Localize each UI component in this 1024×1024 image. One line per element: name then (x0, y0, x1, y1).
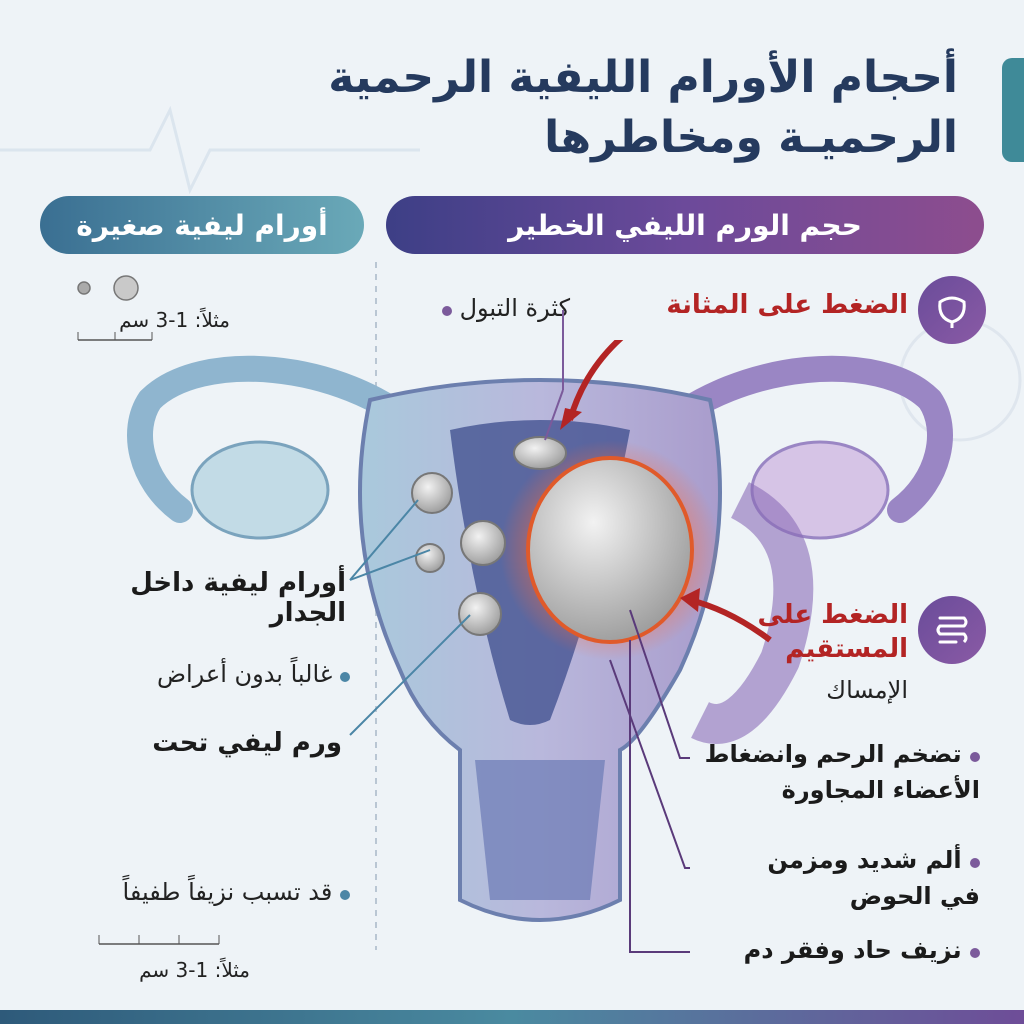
uterus-illustration (127, 340, 953, 922)
intramural-pointer-lines (349, 499, 431, 581)
rectum-pressure-label: الضغط على المستقيم (757, 600, 908, 664)
bullet-heavy-bleeding-text: نزيف حاد وفقر دم (743, 936, 962, 964)
page-title-line1: أحجام الأورام الليفية الرحمية (328, 52, 958, 103)
bottom-band (0, 1010, 1024, 1024)
small-fibroid-samples (77, 275, 153, 341)
dangerous-fibroid-header: حجم الورم الليفي الخطير (386, 196, 984, 254)
bullet-dot (340, 890, 350, 900)
scale-bar-bottom (98, 935, 220, 945)
bullet-dot (970, 858, 980, 868)
frequent-urination-text: كثرة التبول (459, 294, 570, 322)
bullet-dot (970, 752, 980, 762)
asymptomatic-item: غالباً بدون أعراض (90, 660, 350, 688)
intestine-icon (918, 596, 986, 664)
bullet-uterus-enlargement: تضخم الرحم وانضغاط الأعضاء المجاورة (690, 736, 980, 808)
frequent-urination-label: كثرة التبول (400, 294, 570, 322)
bullet-pelvic-pain: ألم شديد ومزمن في الحوض (730, 842, 980, 914)
bullet-pelvic-pain-text: ألم شديد ومزمن في الحوض (767, 846, 980, 910)
bullet-heavy-bleeding: نزيف حاد وفقر دم (700, 936, 980, 964)
scale-label-top: مثلاً: 1-3 سم (119, 308, 230, 332)
bullet-dot (970, 948, 980, 958)
title-accent-bar (1002, 58, 1024, 162)
bullet-uterus-enlargement-text: تضخم الرحم وانضغاط الأعضاء المجاورة (704, 740, 980, 804)
bladder-icon (918, 276, 986, 344)
asymptomatic-text: غالباً بدون أعراض (156, 660, 333, 688)
urination-pointer-line (544, 310, 564, 441)
intramural-fibroids-label: أورام ليفية داخل الجدار (130, 568, 346, 628)
right-pointer-lines (609, 609, 690, 953)
mild-bleeding-text: قد تسبب نزيفاً طفيفاً (122, 878, 333, 906)
scale-label-bottom: مثلاً: 1-3 سم (139, 958, 250, 982)
bullet-dot (441, 306, 452, 316)
subserosal-fibroid-label: ورم ليفي تحت (152, 728, 342, 758)
subserosal-pointer-line (349, 614, 471, 736)
constipation-label: الإمساك (826, 676, 908, 704)
mild-bleeding-item: قد تسبب نزيفاً طفيفاً (70, 878, 350, 906)
page-title-line2: الرحميـة ومخاطرها (544, 112, 958, 163)
bladder-pressure-label: الضغط على المثانة (666, 290, 908, 320)
bullet-dot (340, 672, 350, 682)
small-fibroids-header: أورام ليفية صغيرة (40, 196, 364, 254)
